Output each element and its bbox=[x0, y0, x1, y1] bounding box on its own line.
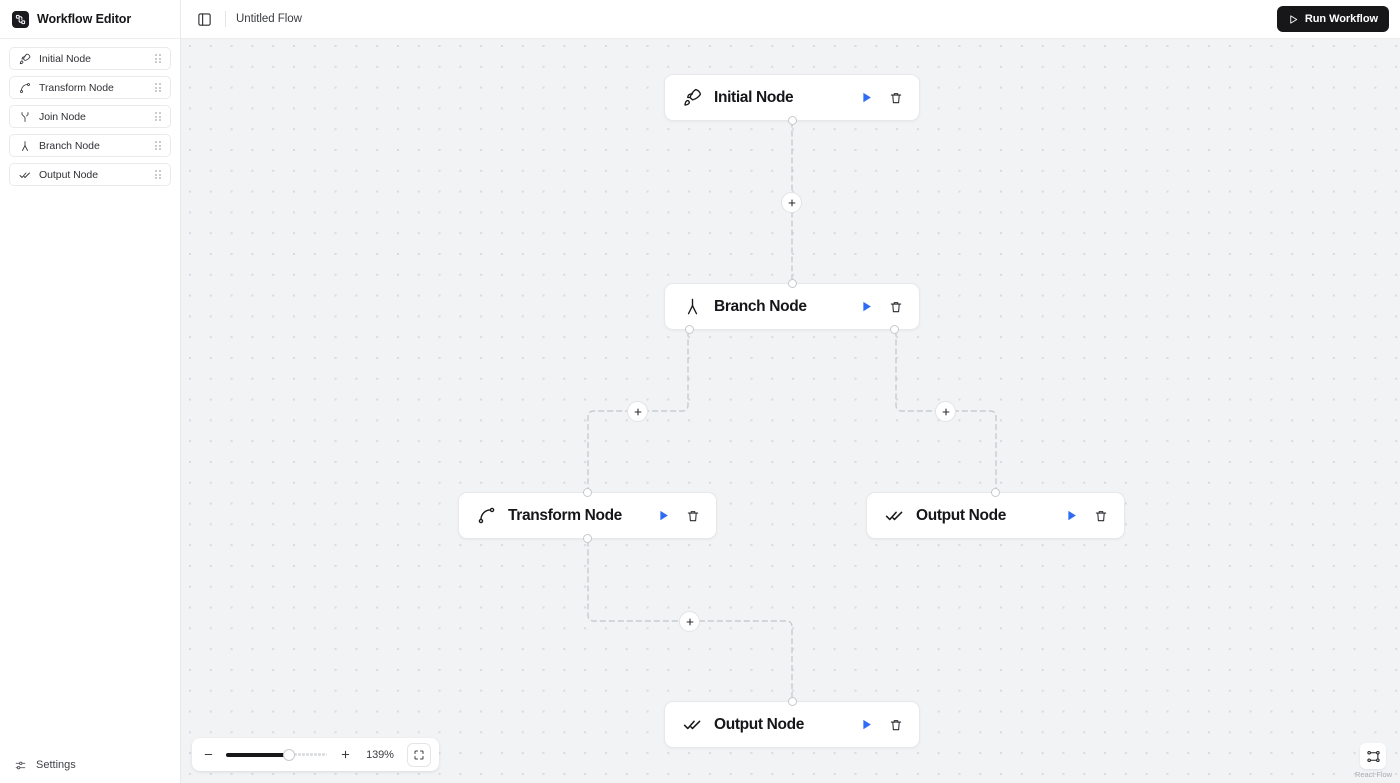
settings-label: Settings bbox=[36, 759, 76, 771]
join-fork-icon bbox=[18, 110, 31, 123]
zoom-out-button[interactable] bbox=[200, 747, 216, 763]
node-transform[interactable]: Transform Node bbox=[458, 488, 717, 543]
run-workflow-label: Run Workflow bbox=[1304, 13, 1378, 25]
node-delete-button[interactable] bbox=[887, 716, 905, 734]
node-actions bbox=[857, 89, 905, 107]
palette-item-transform-node[interactable]: Transform Node bbox=[9, 76, 171, 99]
topbar-divider bbox=[225, 11, 226, 27]
react-flow-attribution[interactable]: React Flow bbox=[1355, 743, 1392, 779]
flow-name[interactable]: Untitled Flow bbox=[236, 13, 302, 25]
node-run-button[interactable] bbox=[1062, 507, 1080, 525]
node-label: Transform Node bbox=[508, 506, 622, 524]
zoom-slider[interactable] bbox=[226, 748, 327, 762]
rocket-icon bbox=[18, 52, 31, 65]
palette-item-label: Branch Node bbox=[39, 139, 100, 152]
sliders-icon bbox=[14, 759, 27, 772]
drag-handle-icon[interactable] bbox=[154, 169, 162, 180]
sidebar: Workflow Editor Initial Node bbox=[0, 0, 181, 783]
node-target-handle[interactable] bbox=[787, 279, 797, 288]
node-label: Branch Node bbox=[714, 297, 807, 315]
zoom-level-label: 139% bbox=[366, 748, 394, 761]
node-output-2[interactable]: Output Node bbox=[664, 697, 920, 748]
drag-handle-icon[interactable] bbox=[154, 111, 162, 122]
add-node-transform-to-output[interactable] bbox=[679, 611, 700, 632]
node-source-handle[interactable] bbox=[583, 534, 592, 543]
node-label: Initial Node bbox=[714, 88, 794, 106]
node-run-button[interactable] bbox=[857, 298, 875, 316]
edges-layer bbox=[587, 121, 997, 702]
double-check-icon bbox=[682, 715, 702, 735]
run-workflow-button[interactable]: Run Workflow bbox=[1276, 6, 1389, 32]
spline-curve-icon bbox=[476, 506, 496, 526]
node-delete-button[interactable] bbox=[887, 89, 905, 107]
node-palette: Initial Node Transform Node bbox=[0, 39, 180, 186]
node-branch[interactable]: Branch Node bbox=[664, 279, 920, 334]
palette-item-branch-node[interactable]: Branch Node bbox=[9, 134, 171, 157]
node-actions bbox=[654, 507, 702, 525]
palette-item-label: Join Node bbox=[39, 110, 86, 123]
spline-curve-icon bbox=[18, 81, 31, 94]
node-source-handle-right[interactable] bbox=[890, 325, 899, 334]
add-node-branch-to-transform[interactable] bbox=[627, 401, 648, 422]
fit-view-button[interactable] bbox=[407, 742, 431, 767]
node-actions bbox=[1062, 507, 1110, 525]
zoom-slider-fill bbox=[226, 752, 289, 757]
palette-item-initial-node[interactable]: Initial Node bbox=[9, 47, 171, 70]
node-source-handle[interactable] bbox=[787, 116, 797, 125]
node-delete-button[interactable] bbox=[887, 298, 905, 316]
app-title: Workflow Editor bbox=[37, 12, 132, 26]
node-run-button[interactable] bbox=[857, 716, 875, 734]
sidebar-item-settings[interactable]: Settings bbox=[0, 747, 180, 783]
drag-handle-icon[interactable] bbox=[154, 140, 162, 151]
panel-left-icon[interactable] bbox=[193, 8, 215, 30]
palette-item-label: Output Node bbox=[39, 168, 98, 181]
react-flow-logo-icon bbox=[1360, 743, 1387, 769]
node-output-1[interactable]: Output Node bbox=[866, 488, 1125, 539]
zoom-in-button[interactable] bbox=[337, 747, 353, 763]
branch-split-icon bbox=[18, 139, 31, 152]
branch-split-icon bbox=[682, 297, 702, 317]
double-check-icon bbox=[884, 506, 904, 526]
node-target-handle[interactable] bbox=[583, 488, 592, 497]
rocket-icon bbox=[682, 88, 702, 108]
node-source-handle-left[interactable] bbox=[685, 325, 694, 334]
node-target-handle[interactable] bbox=[991, 488, 1000, 497]
node-run-button[interactable] bbox=[654, 507, 672, 525]
sidebar-spacer bbox=[0, 186, 180, 747]
node-label: Output Node bbox=[916, 506, 1006, 524]
drag-handle-icon[interactable] bbox=[154, 82, 162, 93]
zoom-controls: 139% bbox=[192, 738, 439, 771]
node-actions bbox=[857, 298, 905, 316]
node-initial[interactable]: Initial Node bbox=[664, 74, 920, 125]
zoom-slider-thumb[interactable] bbox=[282, 748, 295, 761]
palette-item-output-node[interactable]: Output Node bbox=[9, 163, 171, 186]
workflow-logo-icon bbox=[12, 10, 29, 28]
node-delete-button[interactable] bbox=[684, 507, 702, 525]
play-icon bbox=[1288, 14, 1299, 25]
palette-item-label: Initial Node bbox=[39, 52, 91, 65]
flow-canvas[interactable]: Initial Node bbox=[181, 39, 1400, 783]
palette-item-label: Transform Node bbox=[39, 81, 114, 94]
topbar: Untitled Flow Run Workflow bbox=[181, 0, 1400, 39]
palette-item-join-node[interactable]: Join Node bbox=[9, 105, 171, 128]
node-delete-button[interactable] bbox=[1092, 507, 1110, 525]
add-node-branch-to-output[interactable] bbox=[935, 401, 956, 422]
node-actions bbox=[857, 716, 905, 734]
drag-handle-icon[interactable] bbox=[154, 53, 162, 64]
react-flow-label: React Flow bbox=[1354, 770, 1392, 779]
add-node-initial-to-branch[interactable] bbox=[781, 192, 802, 213]
node-target-handle[interactable] bbox=[787, 697, 797, 706]
double-check-icon bbox=[18, 168, 31, 181]
node-run-button[interactable] bbox=[857, 89, 875, 107]
node-label: Output Node bbox=[714, 715, 804, 733]
main-area: Untitled Flow Run Workflow bbox=[181, 0, 1400, 783]
sidebar-header: Workflow Editor bbox=[0, 0, 180, 39]
